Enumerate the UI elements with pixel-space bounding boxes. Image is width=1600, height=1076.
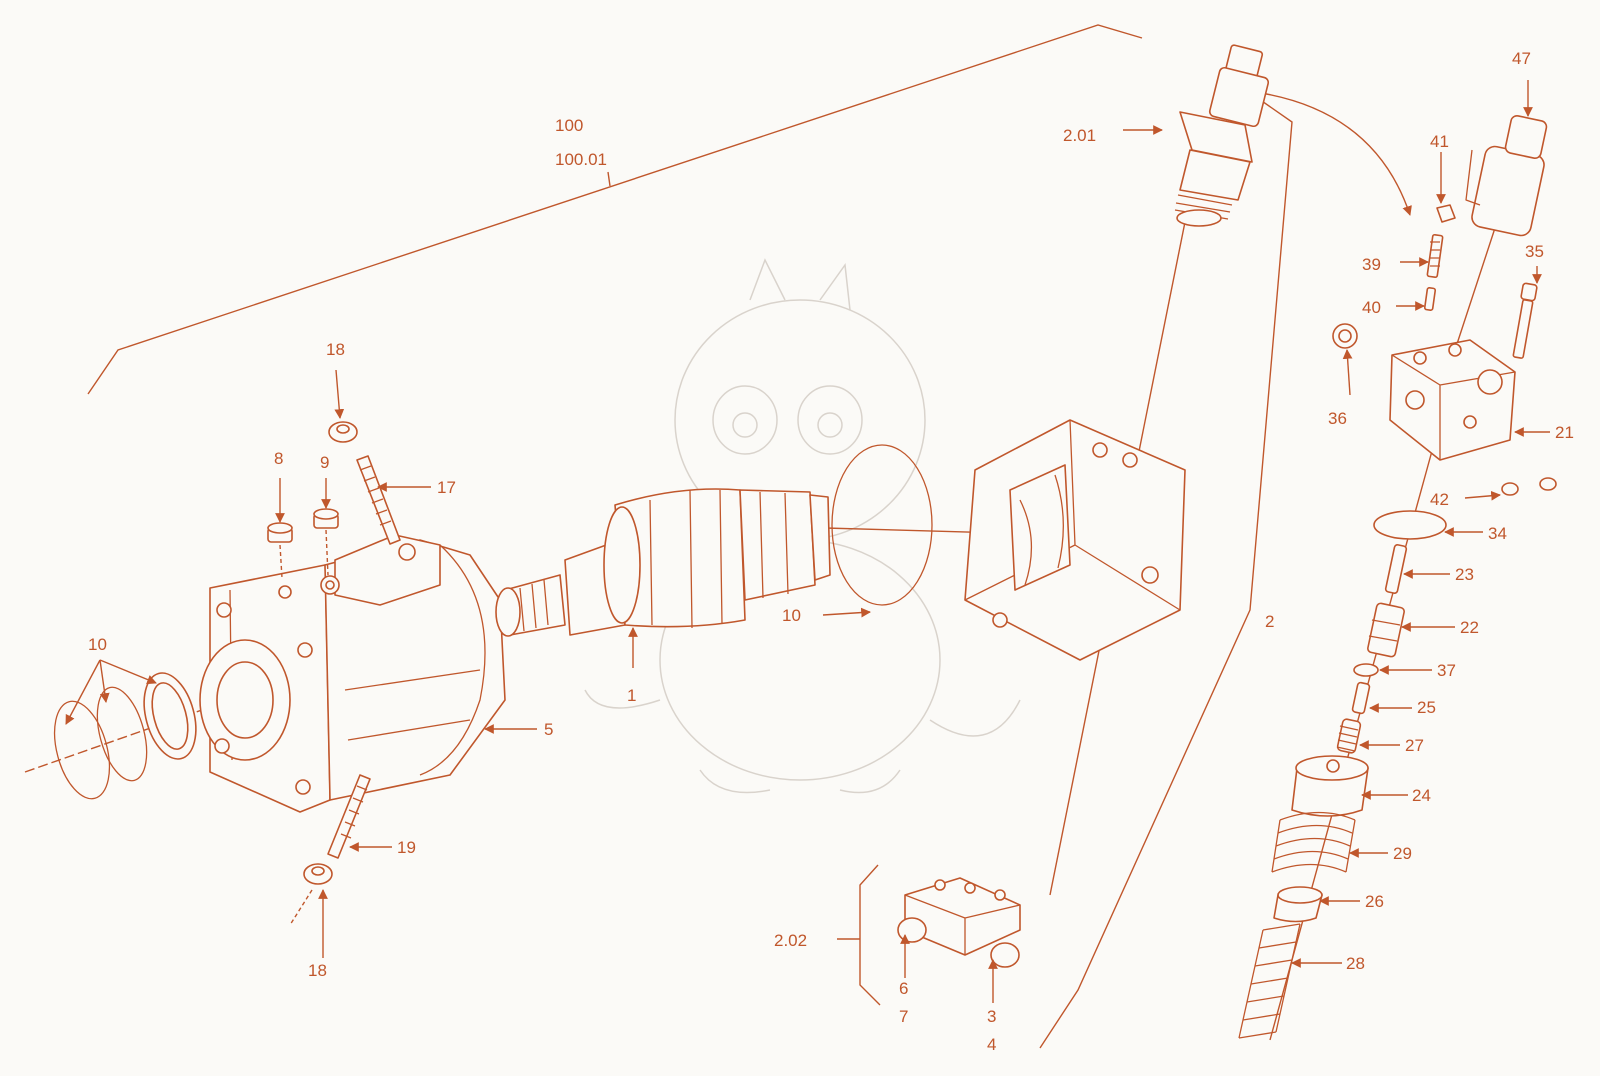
label-34: 34 <box>1488 524 1507 543</box>
motor-housing-5 <box>199 534 506 813</box>
label-7: 7 <box>899 1007 908 1026</box>
gasket-10 <box>831 444 933 606</box>
label-17: 17 <box>437 478 456 497</box>
screw-17 <box>356 455 401 545</box>
plug-8-axis <box>279 544 283 579</box>
plug-36 <box>1332 323 1358 349</box>
label-25: 25 <box>1417 698 1436 717</box>
label-8: 8 <box>274 449 283 468</box>
piston-25 <box>1351 681 1371 715</box>
ring-37 <box>1353 663 1379 677</box>
spring-guide-26 <box>1273 886 1323 923</box>
rotating-group-1 <box>495 488 831 637</box>
label-18-bottom: 18 <box>308 961 327 980</box>
retaining-rings-10 <box>53 672 197 800</box>
plug-9-axis <box>325 529 329 576</box>
pin-40 <box>1423 287 1437 311</box>
label-2: 2 <box>1265 612 1274 631</box>
label-3: 3 <box>987 1007 996 1026</box>
plug-8 <box>267 522 293 543</box>
label-9: 9 <box>320 453 329 472</box>
nut-18-top <box>328 421 358 443</box>
solenoid-47 <box>1465 114 1548 237</box>
label-35: 35 <box>1525 242 1544 261</box>
label-2-02: 2.02 <box>774 931 807 950</box>
spring-seat-24 <box>1291 755 1369 817</box>
label-40: 40 <box>1362 298 1381 317</box>
label-19: 19 <box>397 838 416 857</box>
label-4: 4 <box>987 1035 996 1054</box>
control-valve-2-02 <box>897 877 1021 968</box>
screw-41 <box>1436 204 1456 223</box>
label-27: 27 <box>1405 736 1424 755</box>
part-labels: 100 100.01 2.01 47 41 35 39 40 36 21 42 … <box>88 49 1574 1054</box>
label-29: 29 <box>1393 844 1412 863</box>
label-36: 36 <box>1328 409 1347 428</box>
assembly-bracket-2-02 <box>859 864 881 1006</box>
valve-2-01 <box>1174 44 1270 227</box>
label-26: 26 <box>1365 892 1384 911</box>
label-24: 24 <box>1412 786 1431 805</box>
label-39: 39 <box>1362 255 1381 274</box>
label-28: 28 <box>1346 954 1365 973</box>
label-21: 21 <box>1555 423 1574 442</box>
label-5: 5 <box>544 720 553 739</box>
label-2-01: 2.01 <box>1063 126 1096 145</box>
label-42: 42 <box>1430 490 1449 509</box>
label-1: 1 <box>627 686 636 705</box>
nut-18-axis <box>289 889 313 926</box>
plugs-42 <box>1501 477 1557 496</box>
curved-arrow <box>1254 91 1412 216</box>
plug-9 <box>313 508 339 529</box>
port-plate-housing <box>964 419 1186 661</box>
spring-28 <box>1238 923 1301 1039</box>
bolt-35 <box>1512 282 1538 359</box>
spring-29 <box>1271 811 1356 873</box>
label-10-left: 10 <box>88 635 107 654</box>
valve-block-21 <box>1389 339 1516 461</box>
nut-18-bottom <box>303 863 333 885</box>
label-41: 41 <box>1430 132 1449 151</box>
label-37: 37 <box>1437 661 1456 680</box>
label-6: 6 <box>899 979 908 998</box>
assembly-bracket-100 <box>87 24 1143 395</box>
spool-23 <box>1384 544 1408 594</box>
stud-39 <box>1426 233 1444 279</box>
label-22: 22 <box>1460 618 1479 637</box>
label-100-01: 100.01 <box>555 150 607 169</box>
label-23: 23 <box>1455 565 1474 584</box>
label-47: 47 <box>1512 49 1531 68</box>
assembly-bracket-2 <box>1039 89 1293 1049</box>
label-10-middle: 10 <box>782 606 801 625</box>
oring-34 <box>1373 510 1447 540</box>
solenoid-link-line <box>1454 227 1496 351</box>
spring-27 <box>1336 718 1362 754</box>
label-100: 100 <box>555 116 583 135</box>
screw-19 <box>327 774 371 859</box>
label-18-top: 18 <box>326 340 345 359</box>
leader-lines <box>65 80 1550 1003</box>
sleeve-22 <box>1367 602 1405 658</box>
